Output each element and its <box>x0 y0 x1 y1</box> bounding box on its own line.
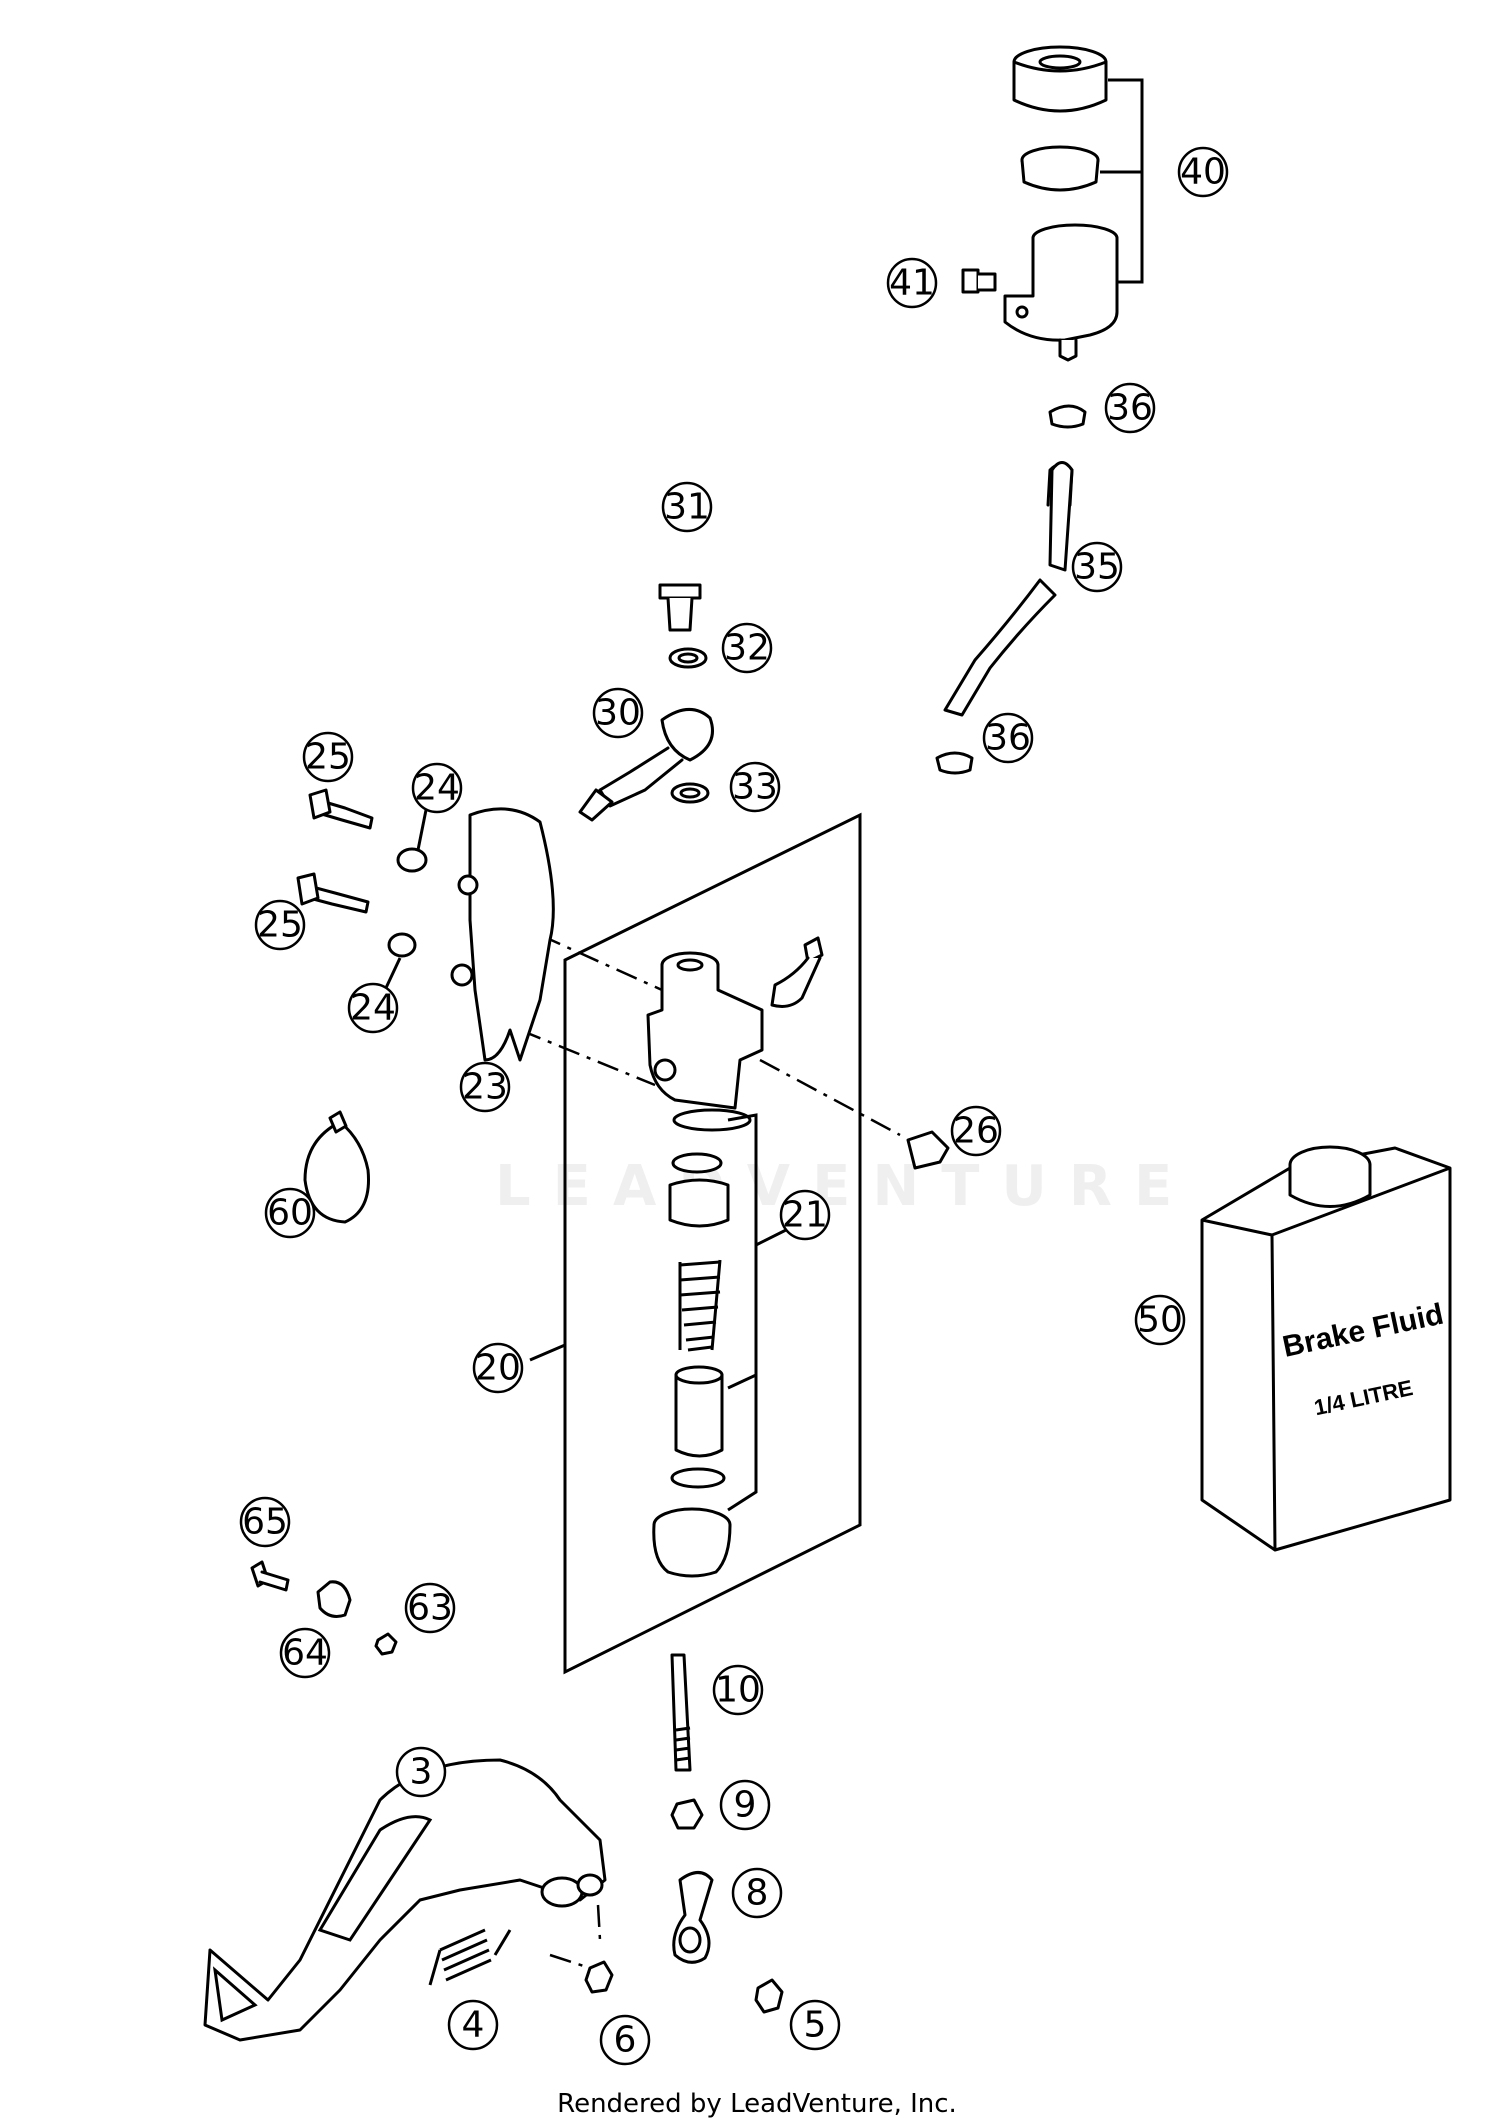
callout-65[interactable]: 65 <box>239 1496 291 1548</box>
callout-5[interactable]: 5 <box>789 1999 841 2051</box>
svg-text:31: 31 <box>664 487 710 528</box>
callout-6[interactable]: 6 <box>599 2014 651 2066</box>
svg-text:60: 60 <box>267 1193 313 1234</box>
callout-20[interactable]: 20 <box>472 1342 524 1394</box>
callout-30[interactable]: 30 <box>592 687 644 739</box>
callout-36-upper[interactable]: 36 <box>1104 382 1156 434</box>
callout-24-upper[interactable]: 24 <box>411 762 463 814</box>
svg-text:26: 26 <box>953 1111 999 1152</box>
svg-text:21: 21 <box>782 1195 828 1236</box>
callout-40[interactable]: 40 <box>1177 146 1229 198</box>
callout-33[interactable]: 33 <box>729 761 781 813</box>
svg-text:4: 4 <box>462 2005 485 2046</box>
callout-23[interactable]: 23 <box>459 1061 511 1113</box>
callout-25-upper[interactable]: 25 <box>302 731 354 783</box>
svg-text:36: 36 <box>1107 388 1153 429</box>
svg-text:8: 8 <box>746 1873 769 1914</box>
svg-text:25: 25 <box>305 737 351 778</box>
pushrod-group <box>670 1653 714 1964</box>
footer-credit: Rendered by LeadVenture, Inc. <box>557 2089 957 2119</box>
svg-text:35: 35 <box>1074 547 1120 588</box>
svg-text:23: 23 <box>462 1067 508 1108</box>
svg-text:65: 65 <box>242 1502 288 1543</box>
svg-text:20: 20 <box>475 1348 521 1389</box>
brake-fluid-can: Brake Fluid 1/4 LITRE <box>1200 1145 1452 1552</box>
cover-and-bolts <box>296 788 555 1062</box>
small-hardware <box>250 1560 398 1656</box>
callouts: 3 4 5 6 8 9 10 20 21 23 24 24 25 25 26 3… <box>239 146 1229 2066</box>
svg-text:63: 63 <box>407 1588 453 1629</box>
svg-text:24: 24 <box>350 988 396 1029</box>
callout-64[interactable]: 64 <box>279 1627 331 1679</box>
svg-text:3: 3 <box>410 1752 433 1793</box>
callout-24-lower[interactable]: 24 <box>347 982 399 1034</box>
svg-text:32: 32 <box>724 628 770 669</box>
svg-text:36: 36 <box>985 718 1031 759</box>
callout-41[interactable]: 41 <box>886 257 938 309</box>
callout-32[interactable]: 32 <box>721 622 773 674</box>
hose-and-clamps <box>935 404 1087 775</box>
callout-36-lower[interactable]: 36 <box>982 712 1034 764</box>
svg-text:9: 9 <box>734 1785 757 1826</box>
svg-text:25: 25 <box>257 905 303 946</box>
svg-text:10: 10 <box>715 1670 761 1711</box>
callout-4[interactable]: 4 <box>447 1999 499 2051</box>
svg-text:50: 50 <box>1137 1300 1183 1341</box>
callout-9[interactable]: 9 <box>719 1779 771 1831</box>
callout-10[interactable]: 10 <box>712 1664 764 1716</box>
watermark: LEADVENTURE <box>495 1154 1194 1219</box>
callout-60[interactable]: 60 <box>264 1187 316 1239</box>
callout-35[interactable]: 35 <box>1071 541 1123 593</box>
callout-3[interactable]: 3 <box>395 1746 447 1798</box>
callout-50[interactable]: 50 <box>1134 1294 1186 1346</box>
svg-text:30: 30 <box>595 693 641 734</box>
callout-25-lower[interactable]: 25 <box>254 899 306 951</box>
reservoir-assembly <box>961 45 1144 362</box>
svg-text:41: 41 <box>889 263 935 304</box>
svg-text:24: 24 <box>414 768 460 809</box>
svg-text:40: 40 <box>1180 152 1226 193</box>
callout-31[interactable]: 31 <box>661 481 713 533</box>
callout-26[interactable]: 26 <box>950 1105 1002 1157</box>
svg-text:6: 6 <box>614 2020 637 2061</box>
svg-text:64: 64 <box>282 1633 328 1674</box>
master-cylinder-assembly <box>519 812 901 1675</box>
callout-21[interactable]: 21 <box>779 1189 831 1241</box>
svg-text:5: 5 <box>804 2005 827 2046</box>
banjo-fitting-group <box>578 583 714 822</box>
svg-text:33: 33 <box>732 767 778 808</box>
callout-8[interactable]: 8 <box>731 1867 783 1919</box>
callout-63[interactable]: 63 <box>404 1582 456 1634</box>
clip-and-clamp <box>303 1110 950 1224</box>
